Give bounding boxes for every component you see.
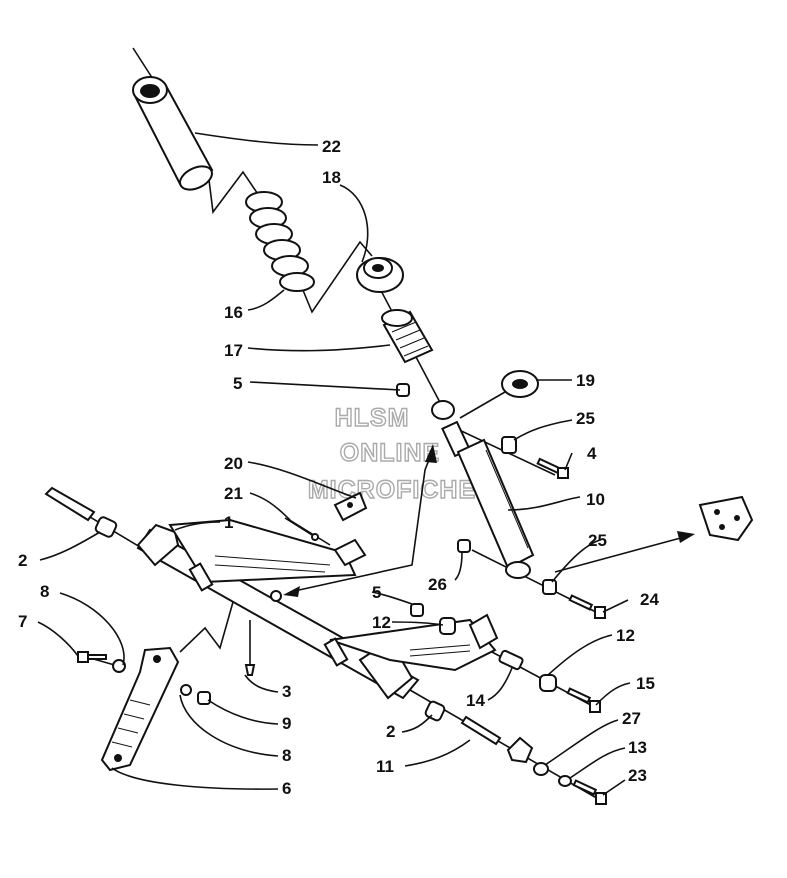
callout-16: 16 <box>224 303 243 322</box>
part-13-lockwasher <box>558 775 572 787</box>
callout-26: 26 <box>428 575 447 594</box>
part-3-grease-fitting <box>244 664 256 676</box>
callout-7: 7 <box>18 612 27 631</box>
part-9-nut <box>197 691 211 705</box>
part-27-cap <box>506 736 534 764</box>
zigzag-axle-arm <box>179 601 234 653</box>
part-14-sleeve <box>498 649 524 671</box>
watermark-line-1: HLSM <box>335 404 410 432</box>
callout-6: 6 <box>282 779 291 798</box>
part-8-washer-lower <box>180 684 192 696</box>
callout-13: 13 <box>628 738 647 757</box>
part-6-arm <box>100 646 180 772</box>
line-to-19 <box>459 391 506 419</box>
part-7-bolt <box>77 651 107 663</box>
part-25-spacer-lower <box>542 579 557 595</box>
callout-5-middle: 5 <box>372 583 381 602</box>
part-10-shock <box>431 400 535 579</box>
callout-24: 24 <box>640 590 659 609</box>
arrow-to-assembly <box>554 535 689 573</box>
part-17-bump-stop <box>381 309 434 364</box>
part-5-nut-middle <box>410 603 424 617</box>
part-26-nut <box>457 539 471 553</box>
callout-15: 15 <box>636 674 655 693</box>
part-16-spring <box>245 191 315 292</box>
callout-21: 21 <box>224 484 243 503</box>
callout-11: 11 <box>376 757 394 776</box>
callout-10: 10 <box>586 490 605 509</box>
callout-27: 27 <box>622 709 641 728</box>
watermark-line-2: ONLINE <box>340 439 440 467</box>
part-21-pin <box>284 517 319 541</box>
callout-5-top: 5 <box>233 374 242 393</box>
part-2-bushing-left <box>94 516 118 538</box>
part-27-washer <box>533 762 549 776</box>
arrow-head-right <box>677 531 695 543</box>
callout-25-lower: 25 <box>588 531 607 550</box>
callout-14: 14 <box>466 691 485 710</box>
callout-18: 18 <box>322 168 341 187</box>
callout-22: 22 <box>322 137 341 156</box>
callout-19: 19 <box>576 371 595 390</box>
part-8-washer-upper <box>112 659 126 673</box>
part-12-washer-right <box>539 674 557 692</box>
callout-2-left: 2 <box>18 551 27 570</box>
arrow-head-up <box>425 444 437 463</box>
line-to-21 <box>287 518 331 546</box>
callout-8-upper: 8 <box>40 582 49 601</box>
leader-lines <box>37 132 631 796</box>
callout-12-right: 12 <box>616 626 635 645</box>
callout-3: 3 <box>282 682 291 701</box>
part-18-spring-seat <box>356 257 404 293</box>
part-24-bolt <box>568 594 606 619</box>
part-1-axle-frame <box>136 518 499 700</box>
part-11-rod <box>460 715 502 746</box>
part-15-bolt <box>566 687 601 713</box>
callout-25-upper: 25 <box>576 409 595 428</box>
callout-23: 23 <box>628 766 647 785</box>
part-25-spacer-upper <box>501 436 517 454</box>
part-4-bolt <box>536 457 569 479</box>
part-22-boot <box>132 76 214 191</box>
arrow-head-left <box>283 586 300 597</box>
callout-12-middle: 12 <box>372 613 391 632</box>
callout-9: 9 <box>282 714 291 733</box>
part-19-cup <box>501 370 539 398</box>
part-23-bolt <box>572 779 607 805</box>
callout-8-lower: 8 <box>282 746 291 765</box>
callout-1: 1 <box>224 513 233 532</box>
callout-17: 17 <box>224 341 243 360</box>
callout-2-right: 2 <box>386 722 395 741</box>
sub-assembly-icon <box>698 495 754 542</box>
axle-rod-left <box>44 486 96 522</box>
callouts: 22 18 16 17 5 19 25 4 10 20 21 1 2 25 26… <box>18 137 659 798</box>
callout-20: 20 <box>224 454 243 473</box>
part-12-washer-middle <box>439 617 456 635</box>
callout-4: 4 <box>587 444 597 463</box>
